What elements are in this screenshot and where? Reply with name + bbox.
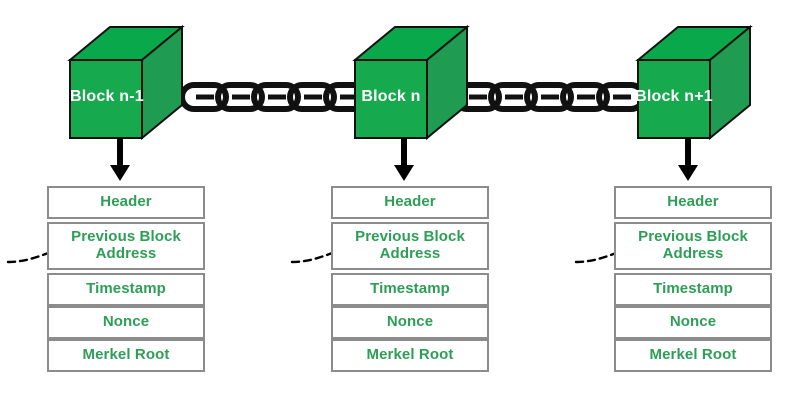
field-label: Timestamp bbox=[86, 280, 166, 298]
prev-hash-dashed-arrow-2 bbox=[290, 239, 368, 264]
field-box-nonce-1[interactable]: Nonce bbox=[47, 306, 205, 339]
field-box-nonce-2[interactable]: Nonce bbox=[331, 306, 489, 339]
block-to-fields-arrow-1 bbox=[110, 138, 130, 181]
chain-link bbox=[251, 82, 301, 112]
field-label: Nonce bbox=[669, 313, 717, 331]
field-box-header-3[interactable]: Header bbox=[614, 186, 772, 219]
field-label-line-1: Previous Block bbox=[638, 228, 748, 246]
field-box-merkel-root-1[interactable]: Merkel Root bbox=[47, 339, 205, 372]
field-box-merkel-root-3[interactable]: Merkel Root bbox=[614, 339, 772, 372]
block-cube-n bbox=[352, 24, 470, 141]
field-box-nonce-3[interactable]: Nonce bbox=[614, 306, 772, 339]
field-label-line-2: Address bbox=[662, 245, 724, 262]
chain-link bbox=[488, 82, 538, 112]
field-label-line-2: Address bbox=[379, 245, 441, 262]
chain-link bbox=[215, 82, 265, 112]
field-label: Merkel Root bbox=[649, 346, 737, 364]
field-label-line-1: Previous Block bbox=[355, 228, 465, 246]
field-label-line-1: Previous Block bbox=[71, 228, 181, 246]
cube-front-face bbox=[637, 59, 711, 139]
field-label: Timestamp bbox=[370, 280, 450, 298]
prev-hash-dashed-arrow-1 bbox=[6, 239, 84, 264]
field-box-previous-block-address-1[interactable]: Previous Block Address bbox=[47, 222, 205, 270]
cube-front-face bbox=[354, 59, 428, 139]
field-label: Timestamp bbox=[653, 280, 733, 298]
field-label: Merkel Root bbox=[82, 346, 170, 364]
chain-link bbox=[560, 82, 610, 112]
chain-link bbox=[287, 82, 337, 112]
field-box-timestamp-3[interactable]: Timestamp bbox=[614, 273, 772, 306]
field-box-timestamp-1[interactable]: Timestamp bbox=[47, 273, 205, 306]
field-label: Nonce bbox=[386, 313, 434, 331]
field-box-previous-block-address-2[interactable]: Previous Block Address bbox=[331, 222, 489, 270]
cube-front-face bbox=[69, 59, 143, 139]
field-label: Nonce bbox=[102, 313, 150, 331]
chain-segment-2 bbox=[452, 82, 646, 112]
block-cube-n-plus-1 bbox=[635, 24, 753, 141]
field-box-header-1[interactable]: Header bbox=[47, 186, 205, 219]
field-label: Header bbox=[100, 193, 152, 211]
field-box-previous-block-address-3[interactable]: Previous Block Address bbox=[614, 222, 772, 270]
field-label: Merkel Root bbox=[366, 346, 454, 364]
field-box-timestamp-2[interactable]: Timestamp bbox=[331, 273, 489, 306]
field-label: Header bbox=[667, 193, 719, 211]
block-cube-n-minus-1 bbox=[67, 24, 185, 141]
block-to-fields-arrow-2 bbox=[394, 138, 414, 181]
block-to-fields-arrow-3 bbox=[678, 138, 698, 181]
field-box-header-2[interactable]: Header bbox=[331, 186, 489, 219]
chain-segment-1 bbox=[179, 82, 373, 112]
chain-link bbox=[524, 82, 574, 112]
field-label-line-2: Address bbox=[95, 245, 157, 262]
field-label: Header bbox=[384, 193, 436, 211]
field-box-merkel-root-2[interactable]: Merkel Root bbox=[331, 339, 489, 372]
prev-hash-dashed-arrow-3 bbox=[574, 239, 652, 264]
